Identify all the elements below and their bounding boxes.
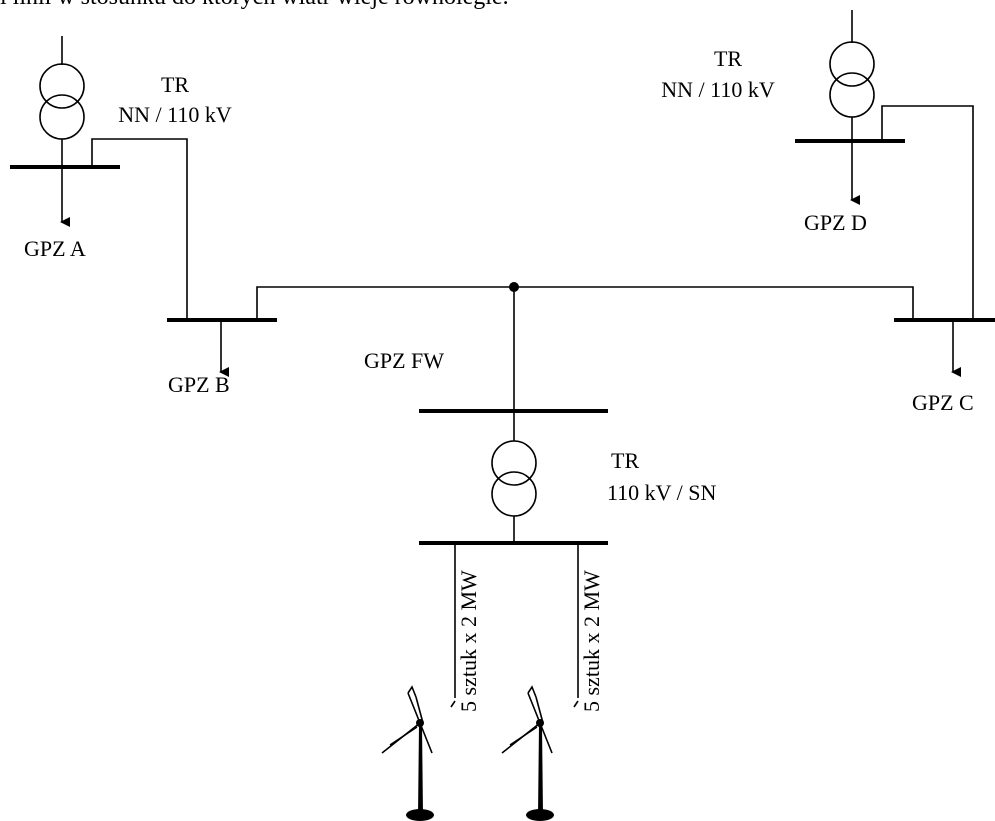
tr-left-title: TR [161,72,189,97]
label-gpz-b: GPZ B [168,372,230,397]
tr-center-ratio: 110 kV / SN [607,480,717,505]
main-line [256,286,914,320]
line-d-to-c [881,105,974,320]
label-gpz-d: GPZ D [804,210,867,235]
label-gpz-fw: GPZ FW [364,348,444,373]
transformer-center [491,411,537,542]
feeder-tick-left [450,700,456,708]
tr-right-ratio: NN / 110 kV [661,77,775,102]
line-a-to-b [91,138,188,318]
wind-turbine-icon [381,685,434,821]
transformer-right [829,10,875,140]
transformer-left [39,36,85,166]
label-gpz-c: GPZ C [912,390,974,415]
feeder-label-right: 5 sztuk x 2 MW [579,570,604,712]
tr-left-ratio: NN / 110 kV [118,102,232,127]
feeder-tick-right [573,700,579,708]
tr-right-title: TR [714,46,742,71]
tr-center-title: TR [611,448,639,473]
header-text: i linii w stosunku do których wiatr wiej… [0,0,509,11]
feeder-label-left: 5 sztuk x 2 MW [456,570,481,712]
label-gpz-a: GPZ A [24,236,86,261]
wind-turbine-icon [501,685,554,821]
